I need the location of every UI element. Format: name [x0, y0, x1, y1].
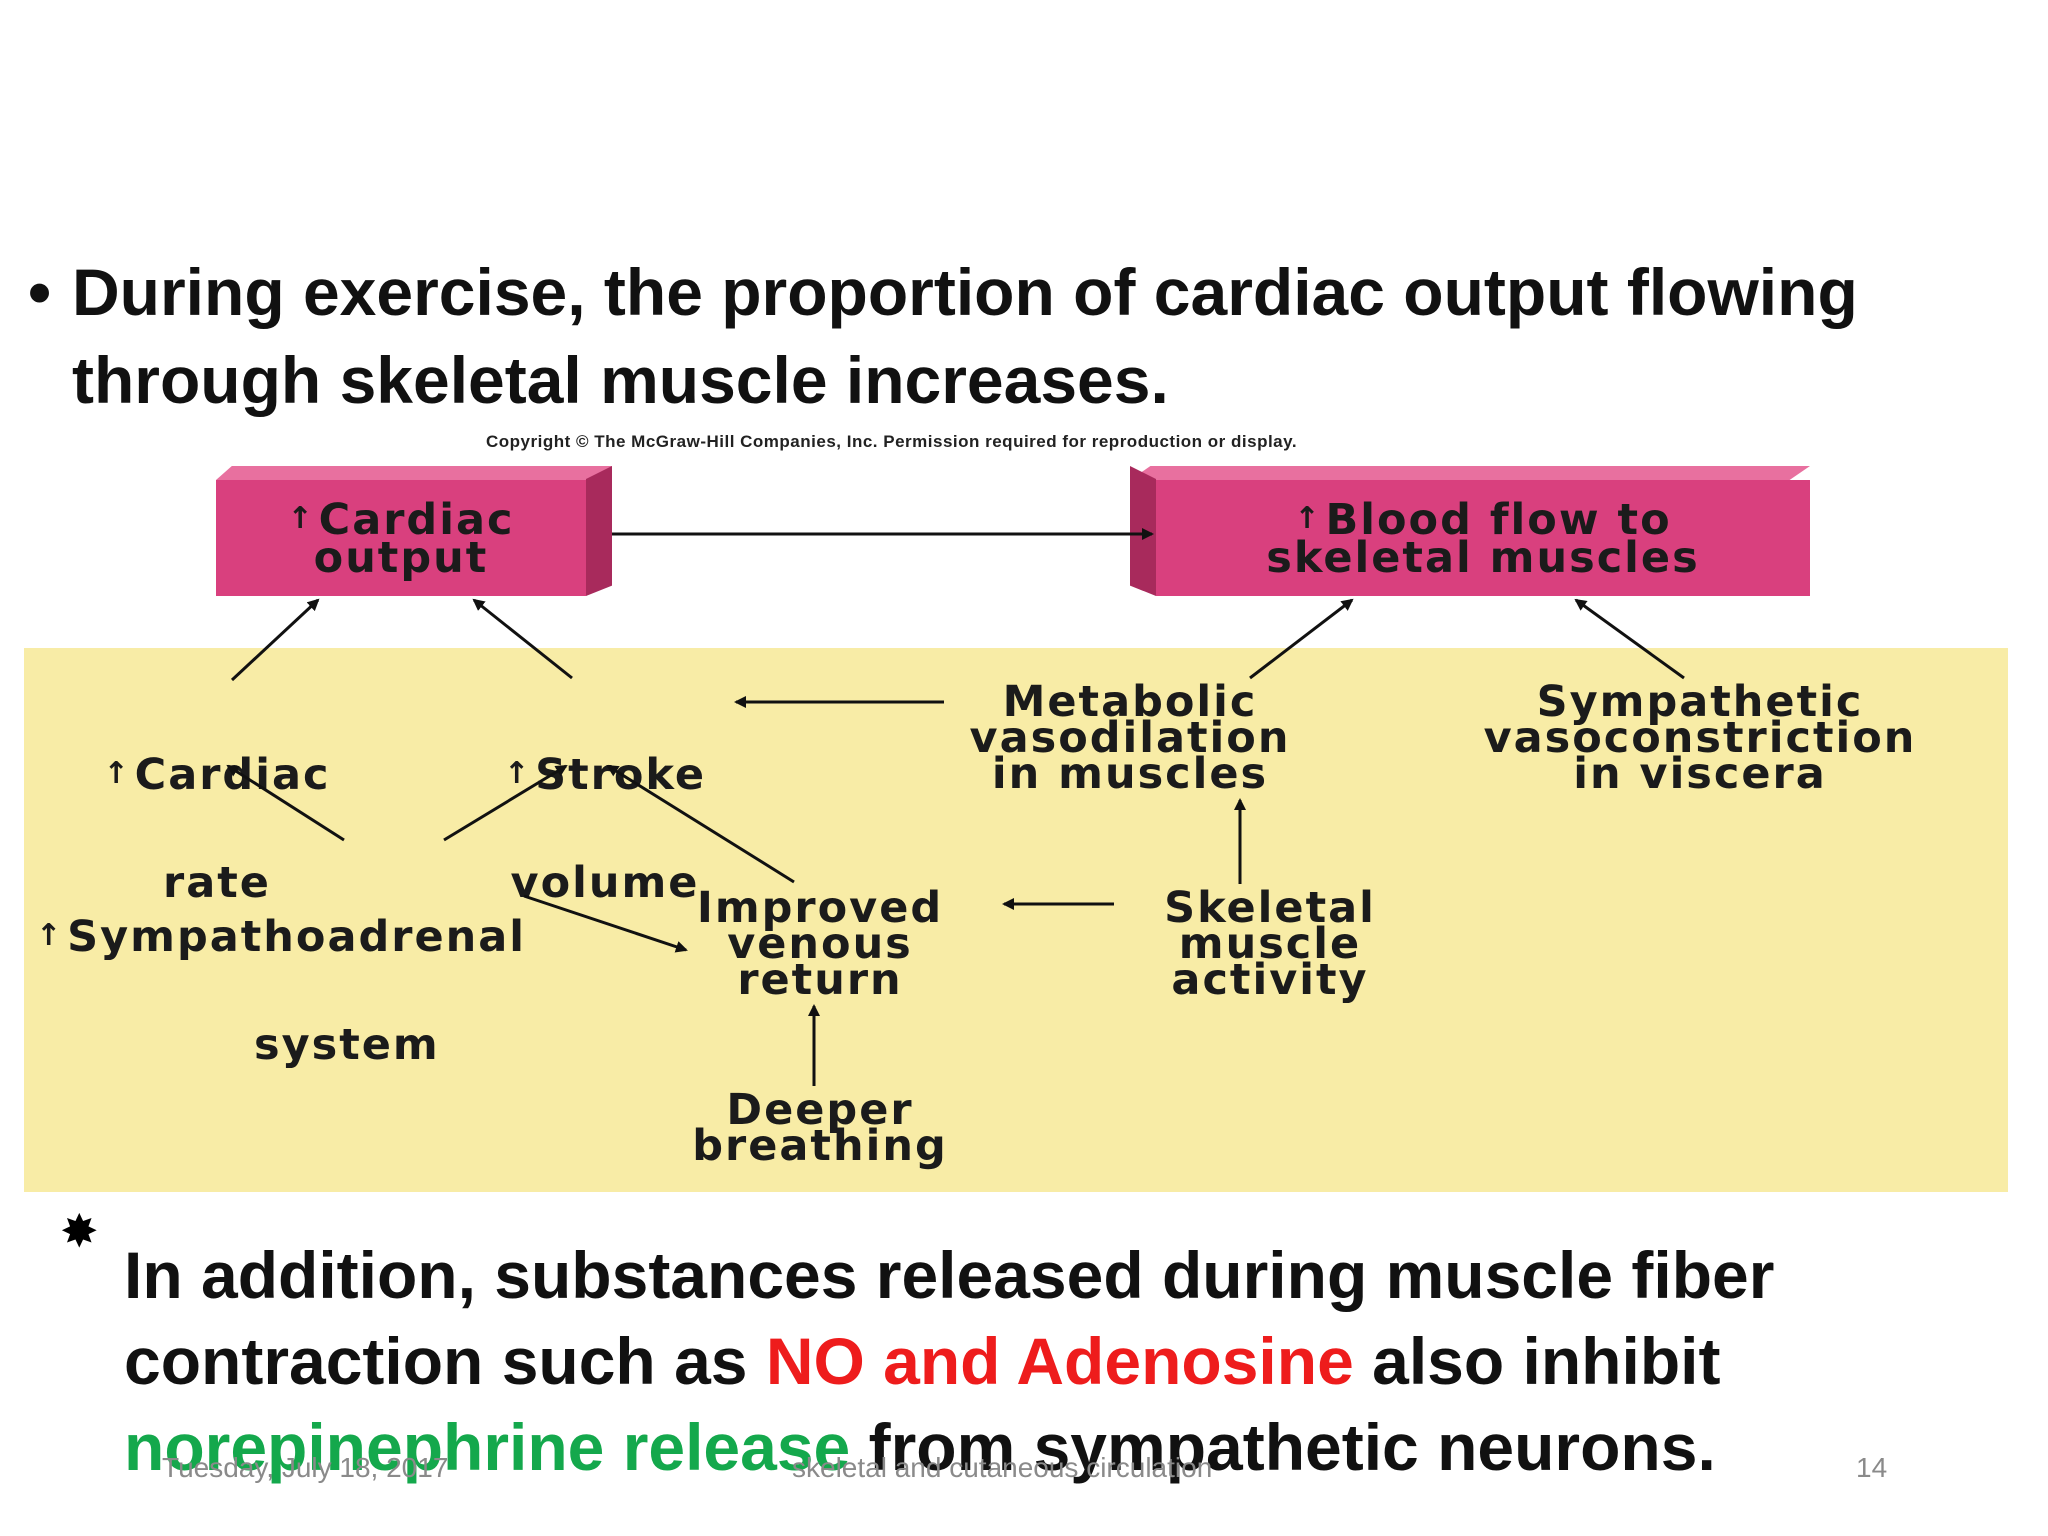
sympathoadrenal-line2: system — [254, 1020, 440, 1070]
footer-page-number: 14 — [1856, 1452, 1888, 1483]
bullet-marker: • — [28, 255, 52, 329]
stroke-volume-line2: volume — [510, 858, 700, 908]
cardiac-rate-line2: rate — [163, 858, 271, 908]
box-front-face: ↑Blood flow to skeletal muscles — [1156, 480, 1810, 596]
node-skeletal-muscle-activity: Skeletal muscle activity — [1164, 883, 1376, 1005]
arrow-sympathoadrenal-to-stroke-volume — [443, 764, 568, 842]
blood-flow-box: ↑Blood flow to skeletal muscles — [1130, 466, 1810, 596]
arrow-sympathoadrenal-to-cardiac-rate — [226, 764, 345, 842]
note-paragraph: In addition, substances released during … — [124, 1232, 1924, 1490]
node-sympathoadrenal-system: ↑Sympathoadrenal system — [36, 846, 716, 1099]
star-bullet-icon: ✸ — [60, 1205, 99, 1257]
cardiac-output-line2: output — [313, 532, 489, 583]
cardiac-output-box: ↑Cardiac output — [216, 466, 612, 596]
footer-title: skeletal and cutaneous circulation — [792, 1452, 1213, 1483]
arrow-metabolic-to-blood-flow — [1249, 598, 1354, 680]
node-metabolic-vasodilation: Metabolic vasodilation in muscles — [969, 677, 1291, 799]
figure-copyright: Copyright © The McGraw-Hill Companies, I… — [486, 432, 1298, 451]
up-arrow-icon: ↑ — [503, 756, 532, 791]
footer-date: Tuesday, July 18, 2017 — [162, 1452, 449, 1483]
sympathoadrenal-line1: Sympathoadrenal — [67, 912, 526, 962]
up-arrow-icon: ↑ — [103, 756, 131, 791]
node-sympathetic-vasoconstriction: Sympathetic vasoconstriction in viscera — [1483, 677, 1917, 799]
box-side-face — [586, 466, 612, 596]
note-highlight-green: norepinephrine release — [124, 1410, 851, 1484]
arrow-stroke-volume-to-cardiac-output — [472, 598, 573, 680]
up-arrow-icon: ↑ — [287, 500, 315, 536]
bullet-text: During exercise, the proportion of cardi… — [72, 255, 1858, 417]
up-arrow-icon: ↑ — [1294, 500, 1322, 536]
box-top-face — [1130, 466, 1810, 480]
blood-flow-line1: Blood flow to — [1325, 494, 1672, 545]
node-cardiac-rate: ↑Cardiac rate — [52, 684, 382, 937]
arrow-venous-return-to-stroke-volume — [606, 764, 795, 884]
up-arrow-icon: ↑ — [36, 918, 64, 953]
arrow-sympathoadrenal-to-venous-return — [523, 894, 688, 953]
cardiac-output-line1: Cardiac — [318, 494, 515, 545]
note-text-part3: from sympathetic neurons. — [850, 1410, 1716, 1484]
arrow-sympathetic-to-blood-flow — [1574, 598, 1685, 680]
note-text-part1: In addition, substances released during … — [124, 1238, 1775, 1398]
node-deeper-breathing: Deeper breathing — [692, 1085, 948, 1171]
note-highlight-red: NO and Adenosine — [765, 1324, 1354, 1398]
diagram-panel — [24, 648, 2008, 1192]
bullet-point: • During exercise, the proportion of car… — [28, 248, 2018, 424]
arrow-cardiac-rate-to-cardiac-output — [230, 598, 320, 682]
blood-flow-line2: skeletal muscles — [1266, 532, 1700, 583]
node-improved-venous-return: Improved venous return — [696, 883, 944, 1005]
note-text-part2: also inhibit — [1353, 1324, 1721, 1398]
box-front-face: ↑Cardiac output — [216, 480, 586, 596]
box-top-face — [216, 466, 612, 480]
